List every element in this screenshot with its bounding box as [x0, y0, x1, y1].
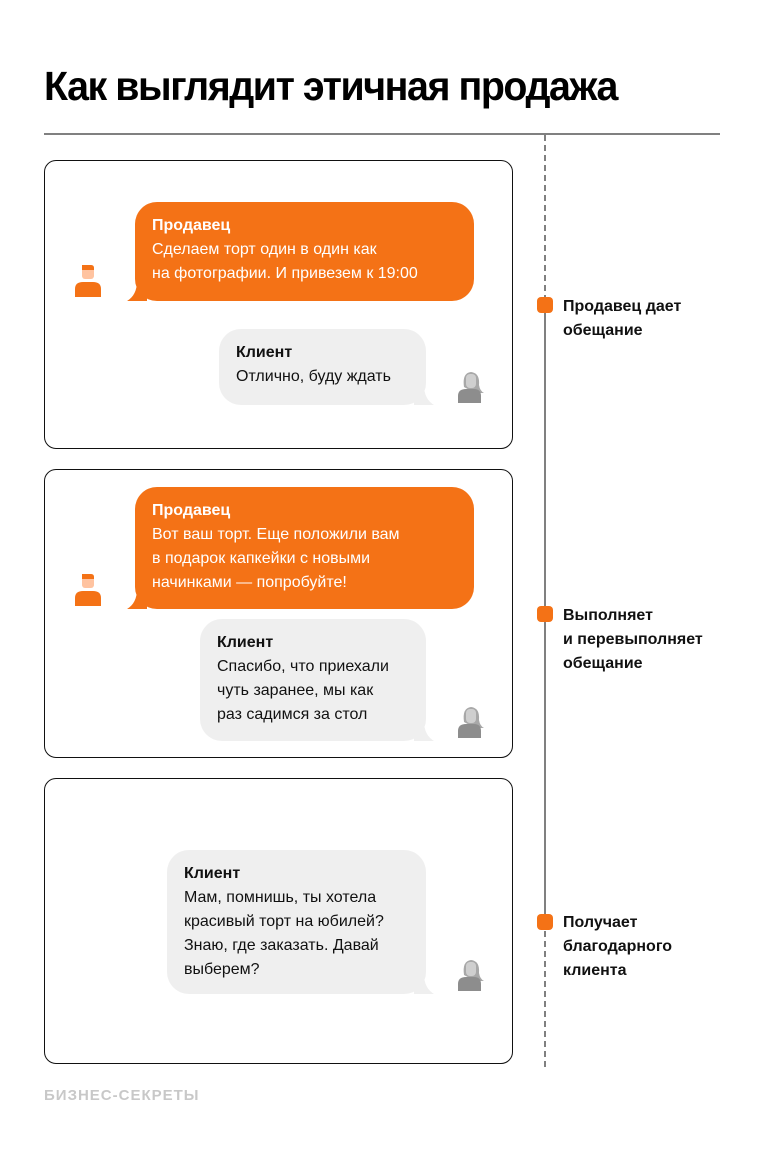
timeline-line-dashed-bottom — [544, 921, 546, 1067]
client-message-bubble: Клиент Спасибо, что приехали чуть заране… — [200, 619, 434, 741]
title-divider — [44, 133, 720, 135]
client-avatar-icon — [458, 707, 484, 738]
message-text: Спасибо, что приехали чуть заранее, мы к… — [217, 658, 389, 723]
message-text: Отлично, буду ждать — [236, 368, 391, 385]
timeline-marker-2 — [537, 606, 553, 622]
bubble-tail-left — [127, 589, 147, 609]
timeline-marker-1 — [537, 297, 553, 313]
message-text: Сделаем торт один в один как на фотограф… — [152, 241, 418, 282]
sender-name: Продавец — [152, 502, 231, 519]
chat-card-1: Продавец Сделаем торт один в один как на… — [44, 160, 513, 449]
bubble-tail-right — [414, 721, 434, 741]
timeline-step-3-label: Получает благодарного клиента — [563, 914, 673, 979]
timeline-step-2-label: Выполняет и перевыполняет обещание — [563, 607, 703, 672]
sender-name: Клиент — [217, 634, 274, 651]
chat-card-2: Продавец Вот ваш торт. Еще положили вам … — [44, 469, 513, 758]
client-avatar-icon — [458, 960, 484, 991]
timeline-marker-3 — [537, 914, 553, 930]
client-message-bubble: Клиент Отлично, буду ждать — [219, 329, 434, 405]
seller-avatar-icon — [75, 265, 101, 297]
seller-message-bubble: Продавец Сделаем торт один в один как на… — [127, 202, 474, 301]
seller-message-bubble: Продавец Вот ваш торт. Еще положили вам … — [127, 487, 474, 609]
seller-avatar-icon — [75, 574, 101, 606]
chat-card-3: Клиент Мам, помнишь, ты хотела красивый … — [44, 778, 513, 1064]
sender-name: Клиент — [184, 865, 241, 882]
timeline-step-1-label: Продавец дает обещание — [563, 298, 682, 339]
message-text: Мам, помнишь, ты хотела красивый торт на… — [184, 889, 384, 978]
brand-footer: БИЗНЕС-СЕКРЕТЫ — [44, 1087, 200, 1104]
bubble-tail-right — [414, 974, 434, 994]
client-avatar-icon — [458, 372, 484, 403]
page-title: Как выглядит этичная продажа — [44, 63, 618, 109]
message-text: Вот ваш торт. Еще положили вам в подарок… — [152, 526, 400, 591]
bubble-tail-right — [414, 385, 434, 405]
bubble-tail-left — [127, 281, 147, 301]
timeline-line-dashed-top — [544, 135, 546, 301]
sender-name: Продавец — [152, 217, 231, 234]
client-message-bubble: Клиент Мам, помнишь, ты хотела красивый … — [167, 850, 434, 994]
sender-name: Клиент — [236, 344, 293, 361]
